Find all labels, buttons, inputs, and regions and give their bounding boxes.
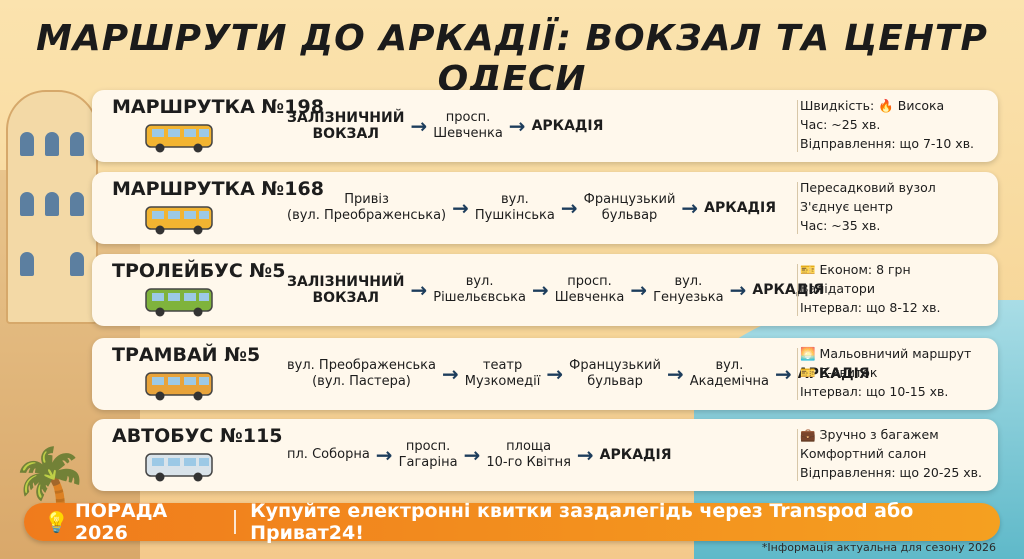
lightbulb-icon: 💡	[44, 510, 69, 534]
info-divider	[797, 264, 798, 316]
info-line: 🎫 Е-квиток	[800, 365, 878, 380]
arrow-right-icon: →	[410, 114, 428, 138]
route-card: ТРАМВАЙ №5 вул. Преображенська(вул. Пасте…	[92, 338, 998, 410]
trolleybus-icon	[144, 286, 216, 318]
info-line: 🌅 Мальовничий маршрут	[800, 346, 972, 361]
route-stop: АРКАДІЯ	[531, 118, 604, 134]
route-stop: вул.Академічна	[689, 358, 769, 389]
info-line: Валідатори	[800, 281, 875, 296]
route-stop: вул.Пушкінська	[474, 192, 555, 223]
tip-text: Купуйте електронні квитки заздалегідь че…	[250, 500, 914, 544]
route-name: МАРШРУТКА №168	[112, 178, 324, 200]
route-name: ТРОЛЕЙБУС №5	[112, 260, 286, 282]
info-line: 💼 Зручно з багажем	[800, 427, 939, 442]
arrow-right-icon: →	[375, 443, 393, 467]
info-line: Відправлення: що 20-25 хв.	[800, 465, 982, 480]
info-line: Час: ~25 хв.	[800, 117, 881, 132]
info-line: З'єднує центр	[800, 199, 893, 214]
info-line: 🎫 Економ: 8 грн	[800, 262, 911, 277]
info-divider	[797, 100, 798, 152]
arrow-right-icon: →	[576, 443, 594, 467]
footnote: *Інформація актуальна для сезону 2026	[761, 541, 996, 554]
info-line: Швидкість: 🔥 Висока	[800, 98, 945, 113]
route-stop: вул. Преображенська(вул. Пастера)	[287, 358, 436, 389]
arrow-right-icon: →	[463, 443, 481, 467]
minibus-icon	[144, 122, 216, 154]
route-name: АВТОБУС №115	[112, 425, 283, 447]
route-stop: АРКАДІЯ	[599, 447, 672, 463]
route-stop: просп.Гагаріна	[398, 439, 458, 470]
arrow-right-icon: →	[508, 114, 526, 138]
route-stop: АРКАДІЯ	[704, 200, 777, 216]
route-stop: пл. Соборна	[287, 447, 370, 462]
arrow-right-icon: →	[560, 196, 578, 220]
arrow-right-icon: →	[666, 362, 684, 386]
tip-banner: 💡 ПОРАДА 2026 Купуйте електронні квитки …	[24, 500, 1000, 544]
route-name: ТРАМВАЙ №5	[112, 344, 261, 366]
arrow-right-icon: →	[531, 278, 549, 302]
route-stop: просп.Шевченка	[554, 274, 625, 305]
info-line: Інтервал: що 8-12 хв.	[800, 300, 941, 315]
info-line: Комфортний салон	[800, 446, 927, 461]
route-stop: АРКАДІЯ	[752, 282, 825, 298]
info-line: Пересадковий вузол	[800, 180, 936, 195]
info-line: Час: ~35 хв.	[800, 218, 881, 233]
page-title: МАРШРУТИ ДО АРКАДІЇ: ВОКЗАЛ ТА ЦЕНТР ОДЕ…	[36, 18, 988, 100]
arrow-right-icon: →	[774, 362, 792, 386]
bus-icon	[144, 451, 216, 483]
arrow-right-icon: →	[729, 278, 747, 302]
route-stop: вул.Генуезька	[653, 274, 724, 305]
building-illustration	[6, 90, 98, 324]
arrow-right-icon: →	[410, 278, 428, 302]
tip-label: ПОРАДА 2026	[74, 500, 168, 544]
arrow-right-icon: →	[630, 278, 648, 302]
route-stop: просп.Шевченка	[433, 110, 503, 141]
route-stop: АРКАДІЯ	[797, 366, 870, 382]
minibus-icon	[144, 204, 216, 236]
route-stops: Привіз(вул. Преображенська)→вул.Пушкінсь…	[287, 172, 788, 244]
info-divider	[797, 182, 798, 234]
arrow-right-icon: →	[546, 362, 564, 386]
tram-icon	[144, 370, 216, 402]
route-stop: Привіз(вул. Преображенська)	[287, 192, 447, 223]
route-stop: вул.Рішельєвська	[433, 274, 526, 305]
route-name: МАРШРУТКА №198	[112, 96, 324, 118]
arrow-right-icon: →	[441, 362, 459, 386]
info-divider	[797, 429, 798, 481]
info-line: Відправлення: що 7-10 хв.	[800, 136, 975, 151]
info-divider	[797, 348, 798, 400]
info-line: Інтервал: що 10-15 хв.	[800, 384, 949, 399]
tip-divider	[234, 510, 237, 534]
arrow-right-icon: →	[681, 196, 699, 220]
arrow-right-icon: →	[452, 196, 469, 220]
